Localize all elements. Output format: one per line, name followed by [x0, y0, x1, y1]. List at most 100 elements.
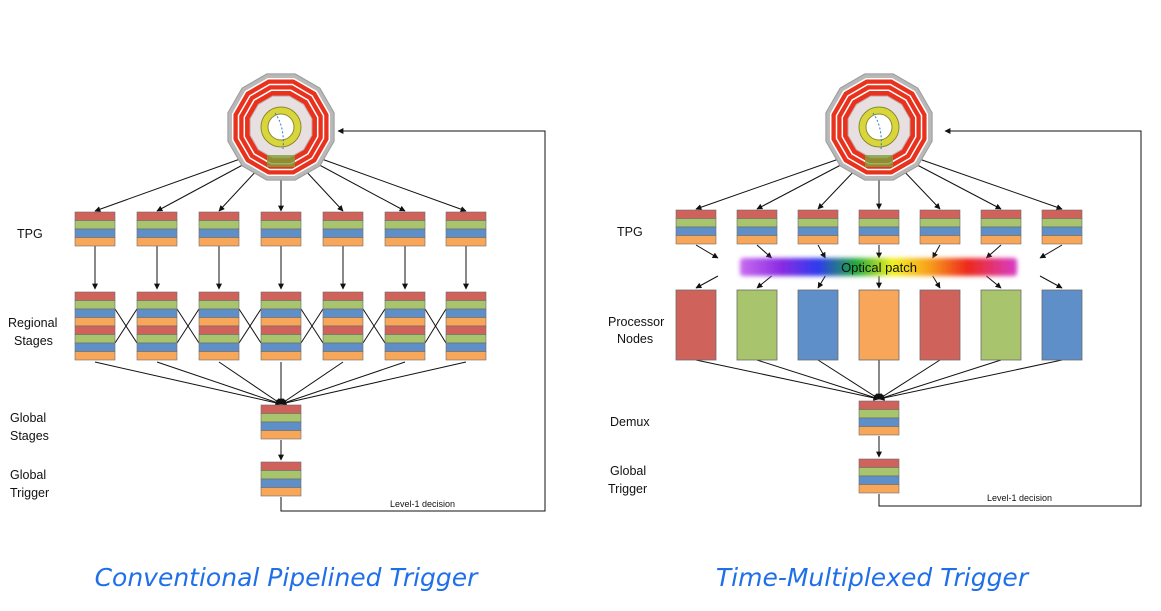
left-regional-cross-line [362, 308, 386, 344]
right-tpg-block-band [858, 218, 900, 228]
right-tpg-to-patch-arrow [985, 244, 1002, 259]
left-regional-block [445, 291, 487, 361]
left-regional-block-band [74, 317, 116, 327]
right-detector-icon-track [872, 112, 882, 150]
right-node-to-demux-arrow [817, 359, 880, 400]
right-tpg-block [736, 209, 778, 245]
left-regional-block-band [198, 300, 240, 310]
left-regional-block-band [322, 317, 364, 327]
left-regional-block-band [260, 325, 302, 335]
right-tpg-block-band [675, 235, 717, 245]
right-tpg-block-band [980, 218, 1022, 228]
left-regional-block-band [74, 342, 116, 352]
left-regional-label-line1: Regional [8, 316, 57, 330]
left-tpg-block [198, 211, 240, 247]
right-processor-label-line1: Processor [608, 315, 664, 329]
left-tpg-block-band [260, 220, 302, 230]
right-tpg-to-patch-arrow [756, 244, 773, 259]
right-detector-to-tpg-arrow [905, 158, 1002, 210]
left-regional-block-band [445, 342, 487, 352]
left-global-stages-label-line1: Global [10, 411, 46, 425]
right-tpg-block-band [858, 235, 900, 245]
left-regional-block-band [445, 325, 487, 335]
left-regional-block-band [74, 351, 116, 361]
left-regional-to-global-arrow [156, 361, 282, 406]
right-node-to-demux-arrow [756, 359, 880, 401]
left-detector-icon-core [267, 113, 295, 141]
right-demux-block-band [858, 409, 900, 419]
right-demux-label: Demux [610, 415, 650, 429]
left-regional-block-band [384, 325, 426, 335]
processor-node [1041, 289, 1083, 361]
left-regional-block-band [136, 342, 178, 352]
left-tpg-block-band [74, 237, 116, 247]
left-regional-to-global-arrow [218, 361, 282, 405]
left-detector-icon-track [274, 112, 284, 150]
left-tpg-block-band [198, 228, 240, 238]
right-tpg-block-band [675, 218, 717, 228]
left-tpg-block-band [445, 211, 487, 221]
right-global-trigger-block-band [858, 458, 900, 468]
right-detector-to-tpg-arrow [919, 158, 1063, 211]
processor-node [858, 289, 900, 361]
left-regional-to-global-arrow [94, 361, 282, 406]
left-tpg-block-band [445, 228, 487, 238]
left-tpg-block-band [136, 220, 178, 230]
right-tpg-block-band [1041, 226, 1083, 236]
right-tpg-block [980, 209, 1022, 245]
right-stage-labels: TPG Processor Nodes Demux Global Trigger [608, 225, 664, 496]
left-global-trigger-label-line2: Trigger [10, 486, 49, 500]
left-regional-block-band [198, 342, 240, 352]
left-regional-block-band [260, 342, 302, 352]
left-regional-block [74, 291, 116, 361]
left-tpg-block [136, 211, 178, 247]
left-global-trigger-block [260, 461, 302, 497]
left-regional-block-band [384, 334, 426, 344]
right-tpg-label: TPG [617, 225, 643, 239]
left-tpg-block [384, 211, 426, 247]
left-global-stages-block-band [260, 413, 302, 423]
left-regional-cross-line [114, 308, 138, 344]
left-global-stages-block-band [260, 421, 302, 431]
right-tpg-to-patch-arrow [932, 244, 941, 259]
left-global-stages-block-band [260, 430, 302, 440]
right-processor-label-line2: Nodes [617, 332, 653, 346]
left-caption: Conventional Pipelined Trigger [95, 563, 480, 592]
left-global-stages-block [260, 404, 302, 440]
right-global-trigger-block-band [858, 475, 900, 485]
right-tpg-block-band [1041, 209, 1083, 219]
left-detector-to-tpg-arrow [156, 158, 254, 212]
left-tpg-block-band [384, 220, 426, 230]
left-decision-label: Level-1 decision [390, 499, 455, 509]
right-tpg-block-band [980, 209, 1022, 219]
right-patch-to-node-arrow [986, 275, 1002, 289]
right-tpg-block-band [797, 209, 839, 219]
left-regional-block-band [384, 291, 426, 301]
left-regional-block-band [198, 334, 240, 344]
right-patch-to-node-arrow [756, 275, 772, 289]
left-regional-block-band [136, 308, 178, 318]
right-tpg-block [858, 209, 900, 245]
left-global-stages-block-band [260, 404, 302, 414]
left-regional-block-band [322, 308, 364, 318]
left-regional-to-global-arrow [280, 361, 344, 405]
left-regional-block-band [445, 300, 487, 310]
left-regional-block-band [260, 334, 302, 344]
left-global-trigger-block-band [260, 461, 302, 471]
left-global-trigger-block-band [260, 478, 302, 488]
left-tpg-block-band [384, 228, 426, 238]
left-tpg-block-band [445, 237, 487, 247]
left-tpg-block-band [136, 228, 178, 238]
left-global-trigger-block-band [260, 470, 302, 480]
right-demux-block [858, 400, 900, 436]
right-patch-to-node-arrow [932, 275, 941, 289]
right-node-to-demux-arrow [878, 359, 1063, 401]
left-regional-block-band [74, 325, 116, 335]
right-tpg-block-band [858, 209, 900, 219]
right-node-to-demux-arrow [878, 359, 941, 400]
optical-patch: Optical patch [740, 258, 1017, 276]
left-detector-to-tpg-arrow [94, 158, 241, 213]
left-regional-block-band [260, 308, 302, 318]
left-regional-block-band [384, 317, 426, 327]
right-global-trigger-label-line2: Trigger [608, 482, 647, 496]
